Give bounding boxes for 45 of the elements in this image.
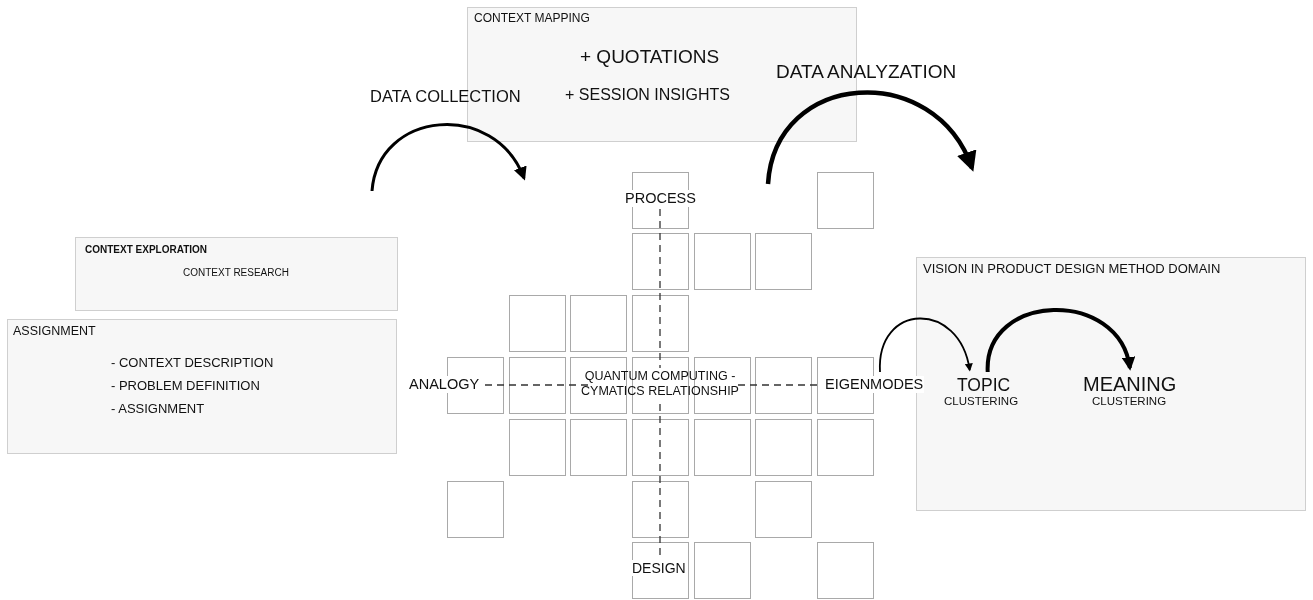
panel-heading: ASSIGNMENT: [13, 324, 96, 339]
topic-sublabel: CLUSTERING: [944, 395, 1019, 409]
curved-arrow: [985, 308, 1134, 373]
panel-heading: VISION IN PRODUCT DESIGN METHOD DOMAIN: [923, 262, 1221, 277]
grid-square: [632, 481, 689, 538]
panel-item: + SESSION INSIGHTS: [565, 86, 730, 105]
grid-square: [694, 542, 751, 599]
grid-square: [817, 172, 874, 229]
grid-square: [509, 357, 566, 414]
topic-sublabel: CLUSTERING: [1092, 395, 1167, 409]
grid-square: [632, 419, 689, 476]
grid-square: [632, 295, 689, 352]
panel-item: CONTEXT RESEARCH: [183, 267, 289, 279]
grid-square: [694, 419, 751, 476]
grid-square: [817, 542, 874, 599]
topic-label: MEANING: [1083, 373, 1177, 396]
grid-square: [755, 357, 812, 414]
grid-square: [570, 295, 627, 352]
list-item: - PROBLEM DEFINITION: [111, 379, 260, 394]
grid-square: [632, 233, 689, 290]
panel-heading: CONTEXT EXPLORATION: [85, 244, 208, 256]
panel-heading: CONTEXT MAPPING: [474, 12, 590, 26]
panel-item: + QUOTATIONS: [580, 46, 720, 68]
grid-square: [447, 481, 504, 538]
axis-label: EIGENMODES: [824, 376, 925, 393]
info-panel: [75, 237, 398, 311]
grid-square: [817, 419, 874, 476]
grid-square: [755, 233, 812, 290]
stage-label: DATA ANALYZATION: [776, 61, 957, 83]
grid-square: [509, 419, 566, 476]
center-label: QUANTUM COMPUTING - CYMATICS RELATIONSHIP: [580, 369, 740, 399]
grid-square: [570, 419, 627, 476]
grid-square: [509, 295, 566, 352]
grid-square: [755, 419, 812, 476]
grid-square: [694, 233, 751, 290]
list-item: - ASSIGNMENT: [111, 402, 205, 417]
info-panel: [7, 319, 397, 454]
topic-label: TOPIC: [957, 375, 1011, 396]
axis-label: PROCESS: [625, 190, 696, 207]
curved-arrow: [879, 317, 973, 373]
list-item: - CONTEXT DESCRIPTION: [111, 356, 274, 371]
stage-label: DATA COLLECTION: [370, 87, 521, 106]
axis-label: DESIGN: [632, 560, 686, 577]
axis-label: ANALOGY: [409, 376, 480, 393]
grid-square: [755, 481, 812, 538]
